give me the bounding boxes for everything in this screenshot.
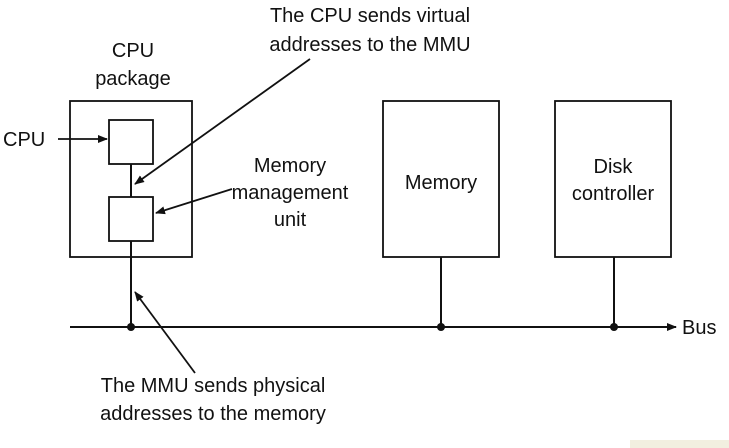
- package-label-line2: package: [95, 68, 171, 90]
- disk-controller-box: [554, 100, 672, 258]
- memory-bus-junction: [437, 323, 445, 331]
- disk-label-line2: controller: [572, 183, 655, 205]
- mmu-note-line1: The MMU sends physical: [101, 375, 326, 397]
- mmu-note-line2: addresses to the memory: [100, 403, 326, 425]
- mmu-label-line1: Memory: [254, 155, 326, 177]
- disk-bus-junction: [610, 323, 618, 331]
- memory-label: Memory: [405, 172, 477, 194]
- virtual-address-arrow: [134, 58, 311, 185]
- physical-address-arrow: [134, 291, 196, 374]
- disk-label-line1: Disk: [594, 156, 634, 178]
- mmu-label-line3: unit: [274, 209, 307, 231]
- cpu-box: [108, 119, 154, 165]
- package-label-line1: CPU: [112, 40, 154, 62]
- cpu-note-line2: addresses to the MMU: [269, 34, 470, 56]
- bus-label: Bus: [682, 317, 716, 339]
- mmu-label-line2: management: [232, 182, 349, 204]
- corner-shade: [630, 440, 729, 448]
- mmu-label-arrow: [155, 188, 233, 215]
- cpu-note-line1: The CPU sends virtual: [270, 5, 470, 27]
- mmu-box: [108, 196, 154, 242]
- cpu-label: CPU: [3, 129, 45, 151]
- mmu-bus-junction: [127, 323, 135, 331]
